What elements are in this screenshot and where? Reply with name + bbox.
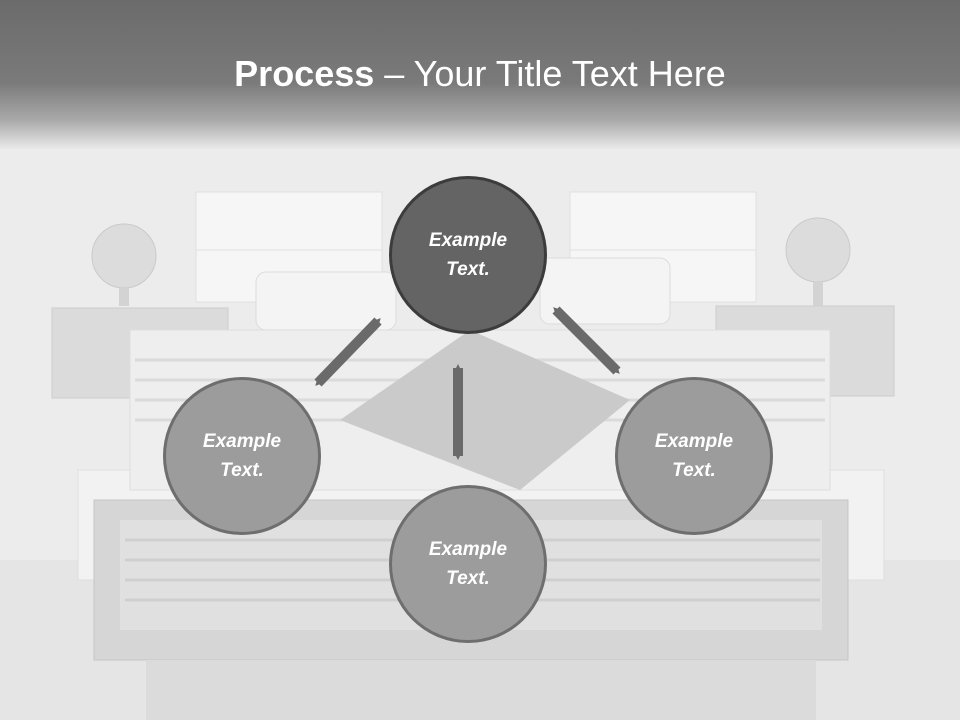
node-bottom-line2: Text. [446,568,490,589]
title-bold: Process [234,53,375,94]
process-node-right: Example Text. [615,377,773,535]
node-top-line1: Example [428,230,508,251]
arrow-top-left [314,317,382,387]
process-node-bottom: Example Text. [389,485,547,643]
title-band [0,0,960,150]
process-node-left: Example Text. [163,377,321,535]
node-right-line2: Text. [672,460,716,481]
arrow-top-right [552,306,621,375]
node-left-line2: Text. [220,460,264,481]
node-left-line1: Example [202,431,282,452]
node-right-line1: Example [654,431,734,452]
slide-title: Process – Your Title Text Here [0,52,960,96]
node-bottom-line1: Example [428,539,508,560]
node-top-line2: Text. [446,259,490,280]
title-rest: – Your Title Text Here [374,53,726,94]
process-node-top: Example Text. [389,176,547,334]
